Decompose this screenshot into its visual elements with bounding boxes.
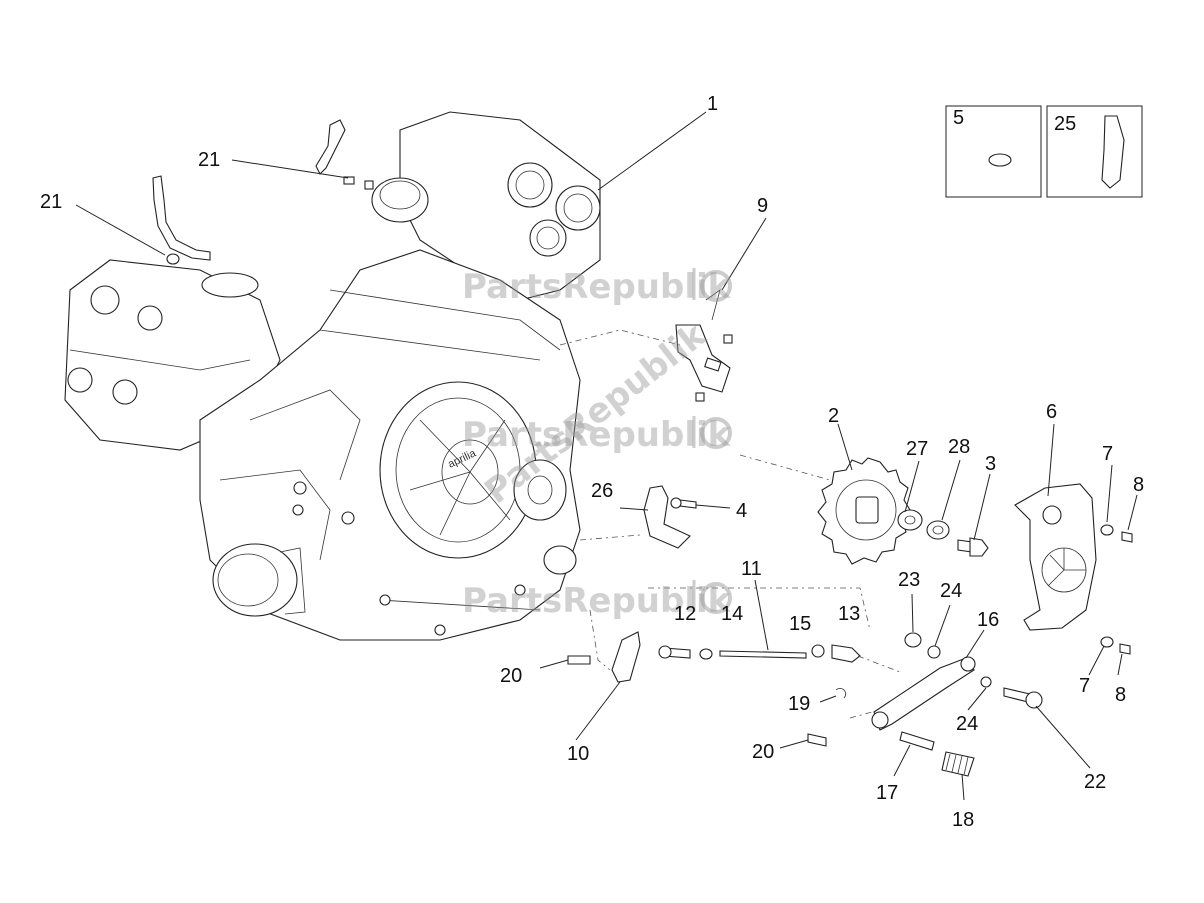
circlip-19 bbox=[835, 687, 847, 699]
callout-17: 17 bbox=[876, 782, 898, 804]
callout-9: 9 bbox=[757, 195, 768, 217]
callout-7-upper: 7 bbox=[1102, 443, 1113, 465]
wire-clip-26 bbox=[643, 485, 691, 549]
screw-8-upper bbox=[1121, 531, 1133, 543]
callout-8-upper: 8 bbox=[1133, 474, 1144, 496]
callout-21-left: 21 bbox=[40, 191, 62, 213]
callout-14: 14 bbox=[721, 603, 743, 625]
rod-end-12 bbox=[658, 645, 691, 659]
callout-8-lower: 8 bbox=[1115, 684, 1126, 706]
callout-19: 19 bbox=[788, 693, 810, 715]
watermark-text-3: PartsRepublik bbox=[462, 581, 732, 621]
rod-end-13 bbox=[831, 644, 861, 663]
screw-20-upper bbox=[567, 655, 591, 665]
callout-5: 5 bbox=[953, 107, 964, 129]
callout-23: 23 bbox=[898, 569, 920, 591]
inset-box-5 bbox=[945, 105, 1042, 198]
callout-27: 27 bbox=[906, 438, 928, 460]
callout-20-lower: 20 bbox=[752, 741, 774, 763]
callout-6: 6 bbox=[1046, 401, 1057, 423]
hose-21-left bbox=[152, 175, 211, 265]
callout-12: 12 bbox=[674, 603, 696, 625]
shift-lever-10 bbox=[611, 631, 641, 683]
callout-15: 15 bbox=[789, 613, 811, 635]
callout-2: 2 bbox=[828, 405, 839, 427]
washer-23 bbox=[904, 632, 922, 648]
clip-25 bbox=[1101, 115, 1125, 189]
callout-20-upper: 20 bbox=[500, 665, 522, 687]
callout-24-lower: 24 bbox=[956, 713, 978, 735]
watermark-3: PartsRepublik bbox=[462, 580, 732, 621]
callout-24-upper: 24 bbox=[940, 580, 962, 602]
bolt-4 bbox=[670, 497, 697, 509]
plug-5 bbox=[988, 153, 1012, 167]
washer-27 bbox=[897, 509, 923, 531]
callout-4: 4 bbox=[736, 500, 747, 522]
gear-icon bbox=[700, 417, 732, 449]
callout-13: 13 bbox=[838, 603, 860, 625]
shift-rod-11 bbox=[719, 650, 807, 659]
screw-20-lower bbox=[807, 733, 827, 747]
callout-11: 11 bbox=[741, 558, 762, 580]
watermark-2: PartsRepublik bbox=[462, 415, 732, 455]
callout-1: 1 bbox=[707, 93, 718, 115]
engine-assembly: aprilia bbox=[64, 111, 601, 641]
gear-icon bbox=[700, 270, 732, 302]
callout-28: 28 bbox=[948, 436, 970, 458]
bracket-9 bbox=[675, 289, 733, 402]
callout-7-lower: 7 bbox=[1079, 675, 1090, 697]
watermark-text-2: PartsRepublik bbox=[462, 415, 732, 455]
watermark-text-1: PartsRepublik bbox=[462, 267, 732, 307]
sprocket-2 bbox=[817, 457, 911, 565]
callout-21-upper: 21 bbox=[198, 149, 220, 171]
callout-10: 10 bbox=[567, 743, 589, 765]
pedal-rubber-18 bbox=[941, 751, 975, 777]
pin-17 bbox=[899, 731, 935, 751]
callout-3: 3 bbox=[985, 453, 996, 475]
inset-box-25 bbox=[1046, 105, 1143, 198]
gear-icon bbox=[700, 582, 732, 614]
callout-16: 16 bbox=[977, 609, 999, 631]
screw-8-lower bbox=[1119, 643, 1131, 655]
shift-pedal-16 bbox=[873, 657, 975, 731]
washer-7-lower bbox=[1100, 636, 1114, 648]
nut-15 bbox=[811, 644, 825, 658]
callout-22: 22 bbox=[1084, 771, 1106, 793]
callout-18: 18 bbox=[952, 809, 974, 831]
washer-24-lower bbox=[980, 676, 992, 688]
washer-28 bbox=[926, 520, 950, 540]
sprocket-cover-6 bbox=[1014, 483, 1097, 631]
bolt-3 bbox=[957, 537, 989, 557]
watermark-1: PartsRepublik bbox=[462, 267, 732, 307]
nut-14 bbox=[699, 648, 713, 660]
washer-24-upper bbox=[927, 645, 941, 659]
hose-21-upper bbox=[315, 119, 374, 190]
washer-7-upper bbox=[1100, 524, 1114, 536]
callout-25: 25 bbox=[1054, 113, 1076, 135]
callout-26: 26 bbox=[591, 480, 613, 502]
